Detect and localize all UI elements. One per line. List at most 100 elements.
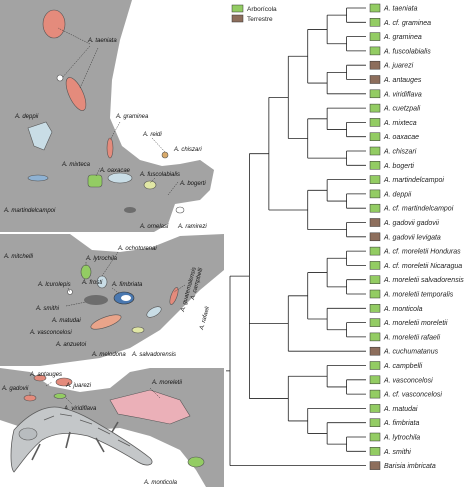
legend-arboreal-label: Arborícola	[247, 6, 277, 13]
map1-yucatan	[176, 160, 214, 186]
tip-label: A. gadovii gadovii	[383, 220, 439, 227]
tip-habit-box	[369, 289, 381, 299]
range-mixteca	[87, 174, 103, 188]
tip-label: A. bogerti	[383, 163, 414, 170]
map2-label-fimbriata: A. fimbriata	[111, 282, 143, 288]
tip-habit-box	[369, 46, 381, 56]
tip-label: A. cuchumatanus	[383, 349, 439, 356]
map3-label-moreletii: A. moreletii	[151, 380, 183, 386]
tip-habit-box	[369, 32, 381, 41]
range-point-taeniata	[56, 74, 64, 82]
map1-label-chiszari: A. chiszari	[173, 147, 202, 153]
legend-terrestrial-label: Terrestre	[247, 16, 273, 23]
tip-label: A. graminea	[383, 34, 422, 41]
range-salvadorensis	[146, 306, 162, 318]
tip-label: A. monticola	[383, 306, 423, 313]
range-chiszari	[161, 151, 169, 159]
map2-leaders	[65, 251, 186, 307]
legend-arboreal-swatch	[231, 4, 244, 13]
tip-habit-box	[369, 189, 381, 199]
tip-habit-box	[369, 318, 381, 327]
tip-label: A. campbelli	[383, 363, 423, 370]
tip-habit-box	[369, 203, 381, 213]
map1-label-taeniata: A. taeniata	[87, 38, 117, 44]
range-ramirezi	[175, 206, 185, 214]
tree-branches	[226, 7, 366, 467]
map2-label-matudai: A. matudai	[51, 318, 81, 324]
map2-label-salvadorensis: A. salvadorensis	[131, 352, 176, 358]
tip-habit-box	[369, 389, 381, 399]
tip-habit-box	[369, 246, 381, 256]
map-panel-1: A. taeniata A. graminea A. deppii A. rei…	[0, 0, 224, 232]
map2-label-melodona: A. melodona	[91, 352, 126, 358]
tip-habit-box	[369, 461, 381, 470]
range-taeniata-north	[42, 9, 66, 39]
tip-label: A. cf. vasconcelosi	[383, 392, 442, 399]
tip-label: A. fimbriata	[383, 420, 420, 427]
range-taeniata	[65, 77, 87, 111]
map-panel-2: A. mitchelli A. lytrochila A. ochotorena…	[0, 234, 224, 366]
range-fimbriata	[84, 295, 108, 305]
tip-habit-box	[369, 118, 381, 127]
map-panel-3: A. antauges A. juarezi A. gadovii A. vir…	[0, 368, 224, 487]
legend: Arborícola Terrestre	[231, 4, 277, 23]
map3-label-juarezi: A. juarezi	[65, 383, 92, 389]
map1-label-martindelcampoi: A. martindelcampoi	[3, 208, 56, 214]
map3-label-monticola: A. monticola	[143, 480, 178, 486]
map1-label-deppii: A. deppii	[14, 114, 39, 120]
tip-habit-box	[369, 404, 381, 413]
tip-habit-box	[369, 218, 381, 227]
map2-label-lytrochila: A. lytrochila	[85, 256, 118, 262]
tip-label: A. moreletii moreletii	[383, 320, 448, 327]
map1-label-oaxacae: A. oaxacae	[99, 168, 131, 174]
map2-land	[0, 234, 224, 366]
map1-label-fuscolabialis: A. fuscolabialis	[139, 172, 180, 178]
tip-label: A. cf. moreletii Honduras	[383, 249, 461, 256]
tip-label: A. moreletii salvadorensis	[383, 277, 464, 284]
tip-label: A. gadovii levigata	[383, 234, 441, 241]
tip-label: A. cf. graminea	[383, 20, 431, 27]
maps-svg: A. taeniata A. graminea A. deppii A. rei…	[0, 0, 224, 487]
tip-label: A. chiszari	[383, 149, 417, 156]
tip-label: A. viridiflava	[383, 91, 422, 98]
tip-label: A. cf. martindelcampoi	[383, 206, 454, 213]
map3-label-antauges: A. antauges	[29, 372, 62, 378]
range-lytrochila	[80, 264, 92, 280]
tip-label: A. oaxacae	[383, 134, 419, 141]
tip-habit-box	[369, 447, 381, 456]
map1-label-bogerti: A. bogerti	[179, 181, 206, 187]
tip-label: A. martindelcampoi	[383, 177, 444, 184]
map1-label-reidi: A. reidi	[142, 132, 162, 138]
range-martindelcampoi	[27, 174, 49, 182]
range-antauges	[55, 377, 73, 387]
range-oaxacae	[107, 172, 133, 184]
tip-label: A. matudai	[383, 406, 418, 413]
tip-label: A. lytrochila	[383, 435, 420, 442]
range-frosti-inner	[121, 295, 131, 301]
tip-habit-box	[369, 361, 381, 370]
tip-habit-box	[369, 432, 381, 442]
range-point-lcurolepis	[67, 289, 73, 295]
map3-label-viridiflava: A. viridiflava	[63, 406, 97, 412]
map1-label-ramirezi: A. ramirezi	[177, 224, 207, 230]
tip-habit-box	[369, 304, 381, 313]
tip-label: A. smithi	[383, 449, 411, 456]
map1-label-ornelasi: A. ornelasi	[139, 224, 169, 230]
map1-leaders	[57, 27, 179, 196]
range-campbelli	[169, 287, 179, 305]
tip-label: A. antauges	[383, 77, 422, 84]
tip-label: A. mixteca	[383, 120, 417, 127]
legend-terrestrial-swatch	[231, 14, 244, 23]
tip-habit-box	[369, 103, 381, 113]
range-juarezi	[33, 374, 47, 382]
map2-label-mitchelli: A. mitchelli	[3, 254, 34, 260]
tip-habit-box	[369, 146, 381, 156]
tip-label: A. moreletii temporalis	[383, 292, 454, 299]
tip-habit-box	[369, 261, 381, 270]
tip-habit-box	[369, 18, 381, 27]
tip-habit-box	[369, 132, 381, 141]
range-monticola	[187, 456, 205, 468]
tip-label: A. deppii	[383, 191, 412, 198]
